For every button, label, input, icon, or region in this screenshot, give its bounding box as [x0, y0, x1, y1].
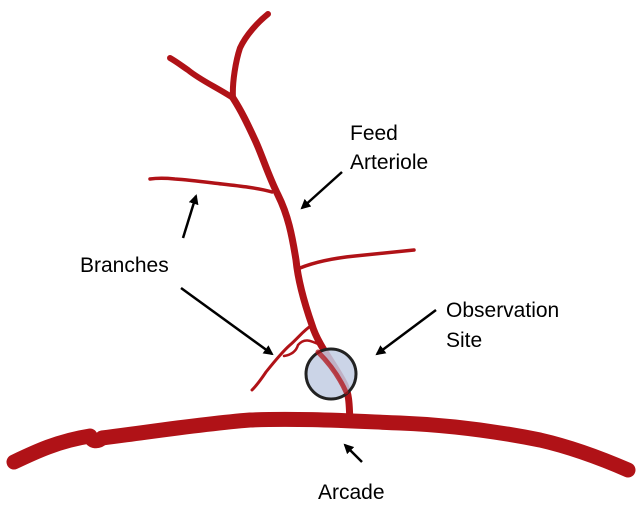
arrow-arcade: [345, 445, 362, 462]
branch-lower-left: [252, 325, 312, 390]
upper-branch-left: [170, 58, 233, 98]
arrow-branch-lower: [181, 288, 272, 354]
branch-right: [300, 250, 414, 268]
arrow-branch-upper: [183, 196, 196, 238]
upper-branch-right: [233, 14, 268, 98]
label-feed: Feed: [350, 121, 398, 147]
arrow-feed-arteriole: [302, 172, 342, 208]
label-branches: Branches: [80, 253, 169, 279]
label-observation: Observation: [446, 298, 559, 324]
label-arteriole: Arteriole: [350, 150, 428, 176]
label-arcade: Arcade: [318, 480, 385, 506]
label-site: Site: [446, 328, 482, 354]
arrow-observation-site: [377, 310, 436, 354]
observation-site-circle: [306, 349, 356, 399]
arcade-vessel: [14, 419, 628, 470]
branch-left: [150, 178, 272, 192]
